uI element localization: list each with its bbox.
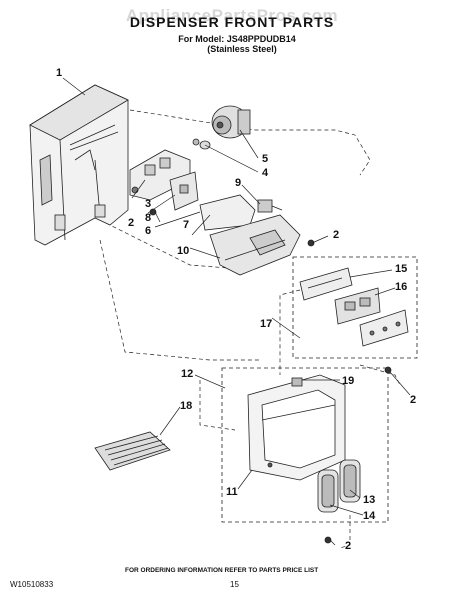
callout-8: 8 [145,212,151,224]
document-number: W10510833 [10,580,54,589]
watermark: AppliancePartsPros.com [125,6,339,25]
callout-10: 10 [177,245,189,257]
callout-16: 16 [395,281,407,293]
callout-9: 9 [235,177,241,189]
callout-18: 18 [180,400,192,412]
callout-2d: 2 [345,540,351,552]
callout-1: 1 [56,67,62,79]
leader-lines [62,77,411,546]
motor-part-5 [211,105,251,139]
ordering-info: FOR ORDERING INFORMATION REFER TO PARTS … [125,567,319,574]
connector-part-9 [257,199,283,213]
callout-labels: 1 5 4 9 3 8 6 2 7 10 2 15 16 17 2 12 19 … [56,67,416,552]
callout-5: 5 [262,153,268,165]
callout-15: 15 [395,263,407,275]
dispenser-frame-part-11 [247,374,346,481]
callout-2c: 2 [410,394,416,406]
housing-part-1 [29,84,129,246]
control-board-part-16 [334,287,381,325]
callout-6: 6 [145,225,151,237]
callout-11: 11 [226,486,238,498]
callout-13: 13 [363,494,375,506]
finish-line: (Stainless Steel) [207,44,277,54]
trim-part-14 [317,469,339,513]
callout-7: 7 [183,219,189,231]
callout-3: 3 [145,198,151,210]
model-line: For Model: JS48PPDUDB14 [178,34,296,44]
trim-part-13 [339,459,361,503]
actuator-part-8 [169,171,199,211]
callout-19: 19 [342,375,354,387]
control-panel-part-15 [299,267,353,301]
callout-14: 14 [363,510,376,522]
page-number: 15 [230,580,239,589]
callout-12: 12 [181,368,193,380]
switch-pad-part-17 [359,309,409,347]
callout-17: 17 [260,318,272,330]
callout-2b: 2 [333,229,339,241]
chute-part-10 [199,194,301,276]
screw-icons [149,208,392,544]
drip-tray-part-18 [94,431,171,471]
callout-2a: 2 [128,217,134,229]
bushing-part-4 [192,138,211,150]
callout-4: 4 [262,167,269,179]
diagram-title: DISPENSER FRONT PARTS [129,14,335,30]
part-group-box-15-17 [292,256,418,359]
